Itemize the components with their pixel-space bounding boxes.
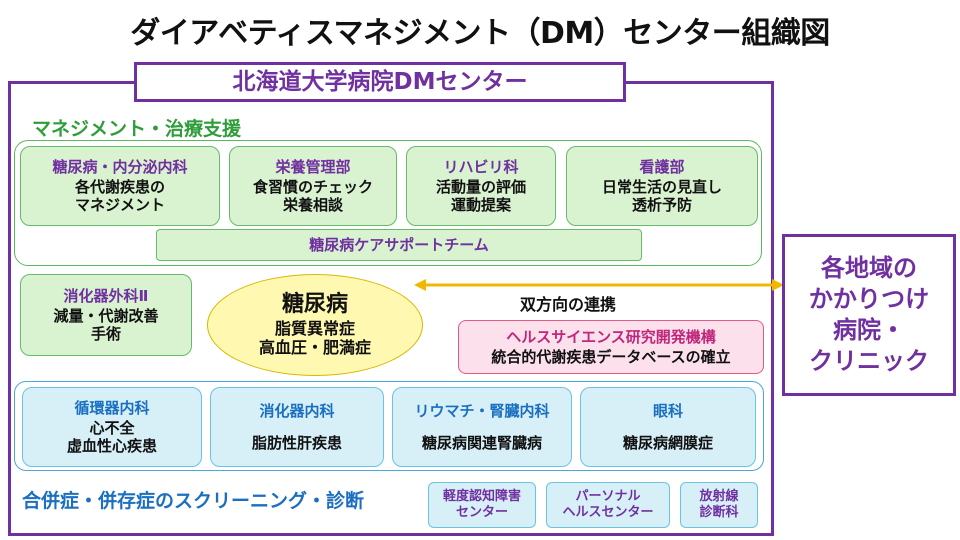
dept-nutrition: 栄養管理部 食習慣のチェック 栄養相談 — [229, 146, 397, 226]
dept-nursing: 看護部 日常生活の見直し 透析予防 — [566, 146, 758, 226]
dept-diabetes-endocrinology: 糖尿病・内分泌内科 各代謝疾患の マネジメント — [20, 146, 220, 226]
care-support-team: 糖尿病ケアサポートチーム — [156, 229, 642, 261]
mci-center: 軽度認知障害 センター — [428, 482, 536, 528]
radiology-dept: 放射線 診断科 — [680, 482, 758, 528]
personal-health-center: パーソナル ヘルスセンター — [546, 482, 670, 528]
dept-gastroenterology: 消化器内科 脂肪性肝疾患 — [210, 387, 384, 467]
bidirectional-arrow — [414, 277, 784, 293]
dept-rehabilitation: リハビリ科 活動量の評価 運動提案 — [406, 146, 556, 226]
management-label: マネジメント・治療支援 — [32, 118, 242, 140]
screening-label: 合併症・併存症のスクリーニング・診断 — [22, 490, 365, 512]
dept-gastro-surgery: 消化器外科Ⅱ 減量・代謝改善 手術 — [20, 274, 192, 356]
dept-ophthalmology: 眼科 糖尿病網膜症 — [580, 387, 756, 467]
dm-center-title: 北海道大学病院DMセンター — [134, 62, 626, 102]
dept-cardiology: 循環器内科 心不全 虚血性心疾患 — [22, 387, 202, 467]
bidirectional-label: 双方向の連携 — [520, 295, 617, 314]
page-title: ダイアベティスマネジメント（DM）センター組織図 — [130, 16, 830, 51]
health-science-research: ヘルスサイエンス研究開発機構 統合的代謝疾患データベースの確立 — [458, 320, 764, 374]
diabetes-core-ellipse: 糖尿病 脂質異常症 高血圧・肥満症 — [207, 274, 423, 376]
dept-rheumatology-nephrology: リウマチ・腎臓内科 糖尿病関連腎臓病 — [392, 387, 572, 467]
regional-clinics: 各地域の かかりつけ 病院・ クリニック — [782, 234, 956, 396]
